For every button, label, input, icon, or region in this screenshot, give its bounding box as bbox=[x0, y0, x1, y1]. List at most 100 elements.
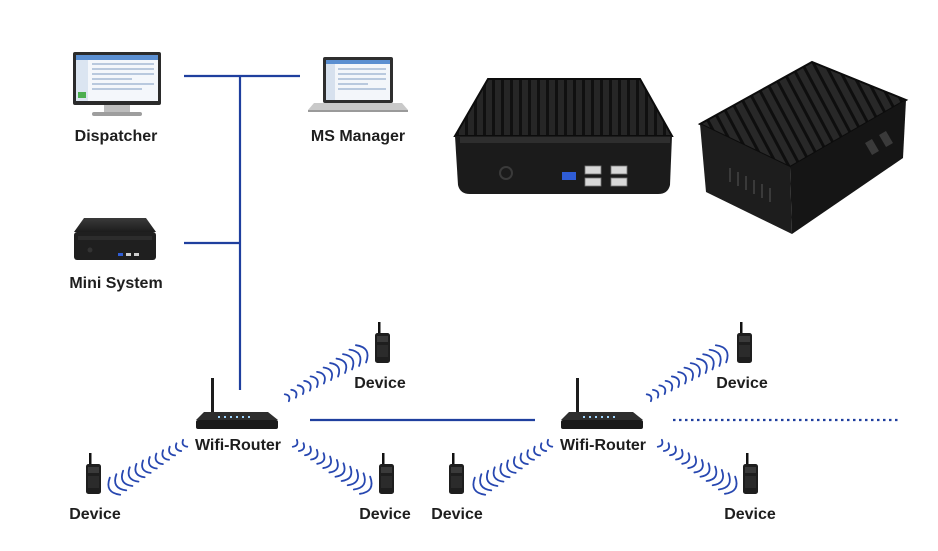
signal-wave-arc bbox=[669, 445, 677, 457]
signal-wave-arc bbox=[120, 469, 134, 487]
signal-wave-arc bbox=[479, 473, 493, 492]
device-radio-icon bbox=[86, 453, 101, 494]
signal-wave-arc bbox=[664, 380, 674, 392]
signal-wave-arc bbox=[335, 357, 348, 374]
signal-wave-arc bbox=[114, 473, 128, 492]
dispatcher-label: Dispatcher bbox=[74, 128, 158, 145]
signal-wave-arc bbox=[533, 445, 541, 457]
signal-wave-arc bbox=[168, 445, 176, 457]
signal-wave-arc bbox=[291, 438, 299, 448]
signal-wave-arc bbox=[340, 465, 353, 482]
signal-wave-arc bbox=[328, 459, 339, 474]
device-radio-icon bbox=[449, 453, 464, 494]
mini-pc-front-photo bbox=[453, 78, 674, 194]
signal-wave-arc bbox=[723, 475, 738, 495]
device-label-4: Device bbox=[359, 506, 411, 523]
device-label-3: Device bbox=[69, 506, 121, 523]
signal-wave-arc bbox=[303, 379, 312, 392]
signal-wave-arc bbox=[309, 375, 319, 388]
ms-manager-label: MS Manager bbox=[310, 128, 406, 145]
signal-wave-arc bbox=[310, 448, 319, 461]
signal-wave-arc bbox=[693, 459, 704, 474]
signal-wave-arc bbox=[652, 388, 660, 399]
mini-system-label: Mini System bbox=[69, 275, 163, 292]
signal-wave-arc bbox=[174, 442, 183, 452]
signal-wave-arc bbox=[519, 452, 529, 466]
signal-wave-arc bbox=[107, 476, 122, 496]
signal-wave-arc bbox=[670, 375, 681, 388]
connection-lines bbox=[184, 74, 900, 422]
signal-waves-router1-bottom-left bbox=[107, 438, 189, 496]
signal-wave-arc bbox=[656, 438, 664, 448]
signal-wave-arc bbox=[329, 362, 341, 378]
signal-wave-arc bbox=[296, 384, 305, 395]
signal-wave-arc bbox=[708, 348, 722, 367]
signal-wave-arc bbox=[334, 462, 346, 478]
signal-wave-arc bbox=[358, 475, 373, 495]
signal-wave-arc bbox=[492, 466, 505, 483]
signal-wave-arc bbox=[683, 366, 694, 381]
signal-wave-arc bbox=[705, 465, 718, 482]
signal-wave-arc bbox=[681, 452, 691, 465]
ms-manager-laptop-icon bbox=[308, 57, 408, 112]
signal-wave-arc bbox=[717, 472, 731, 491]
signal-waves-router2-top-right bbox=[645, 344, 729, 403]
device-label-2: Device bbox=[716, 375, 768, 392]
signal-wave-arc bbox=[539, 442, 548, 452]
signal-wave-arc bbox=[354, 344, 369, 364]
signal-wave-arc bbox=[134, 463, 146, 479]
device-radio-icon bbox=[375, 322, 390, 363]
signal-wave-arc bbox=[346, 469, 359, 487]
signal-wave-arc bbox=[499, 463, 511, 479]
signal-wave-arc bbox=[675, 448, 684, 461]
signal-wave-arc bbox=[677, 371, 687, 385]
signal-wave-arc bbox=[472, 476, 487, 496]
signal-waves-router1-bottom-right bbox=[291, 438, 373, 495]
signal-wave-arc bbox=[316, 452, 326, 465]
signal-wave-arc bbox=[348, 348, 362, 367]
signal-wave-arc bbox=[147, 456, 158, 470]
signal-wave-arc bbox=[662, 442, 671, 452]
wifi-router-1-label: Wifi-Router bbox=[194, 437, 282, 454]
signal-wave-arc bbox=[526, 449, 535, 461]
signal-wave-arc bbox=[342, 353, 355, 371]
signal-wave-arc bbox=[297, 442, 306, 452]
device-radio-icon bbox=[379, 453, 394, 494]
wifi-router-2-label: Wifi-Router bbox=[559, 437, 647, 454]
signal-wave-arc bbox=[304, 445, 312, 457]
wifi-router-1-icon bbox=[196, 378, 278, 429]
device-label-1: Device bbox=[354, 375, 406, 392]
signal-wave-arc bbox=[127, 466, 140, 483]
signal-wave-arc bbox=[322, 366, 333, 381]
signal-wave-arc bbox=[689, 362, 701, 378]
signal-wave-arc bbox=[283, 393, 291, 403]
signal-wave-arc bbox=[506, 459, 517, 474]
signal-wave-arc bbox=[322, 455, 333, 469]
signal-wave-arc bbox=[154, 452, 164, 466]
signal-wave-arc bbox=[687, 455, 698, 469]
mini-system-small-icon bbox=[74, 218, 156, 260]
signal-wave-arc bbox=[714, 344, 729, 364]
signal-wave-arc bbox=[161, 449, 170, 461]
signal-wave-arc bbox=[696, 357, 708, 374]
signal-wave-arc bbox=[699, 462, 711, 478]
signal-wave-arc bbox=[485, 469, 499, 487]
mini-pc-angled-photo bbox=[697, 60, 909, 234]
signal-wave-arc bbox=[702, 353, 715, 371]
signal-wave-arc bbox=[512, 456, 523, 470]
signal-wave-arc bbox=[352, 472, 366, 491]
signal-wave-arc bbox=[181, 438, 189, 448]
signal-wave-arc bbox=[645, 393, 653, 403]
signal-wave-arc bbox=[290, 388, 298, 399]
signal-wave-arc bbox=[658, 384, 667, 395]
signal-wave-arc bbox=[711, 469, 724, 487]
device-label-6: Device bbox=[724, 506, 776, 523]
device-radio-icon bbox=[737, 322, 752, 363]
signal-waves-router2-bottom-left bbox=[472, 438, 554, 496]
wifi-router-2-icon bbox=[561, 378, 643, 429]
signal-wave-arc bbox=[316, 371, 326, 385]
dispatcher-monitor-icon bbox=[73, 52, 161, 116]
device-radio-icon bbox=[743, 453, 758, 494]
signal-wave-arc bbox=[546, 438, 554, 448]
